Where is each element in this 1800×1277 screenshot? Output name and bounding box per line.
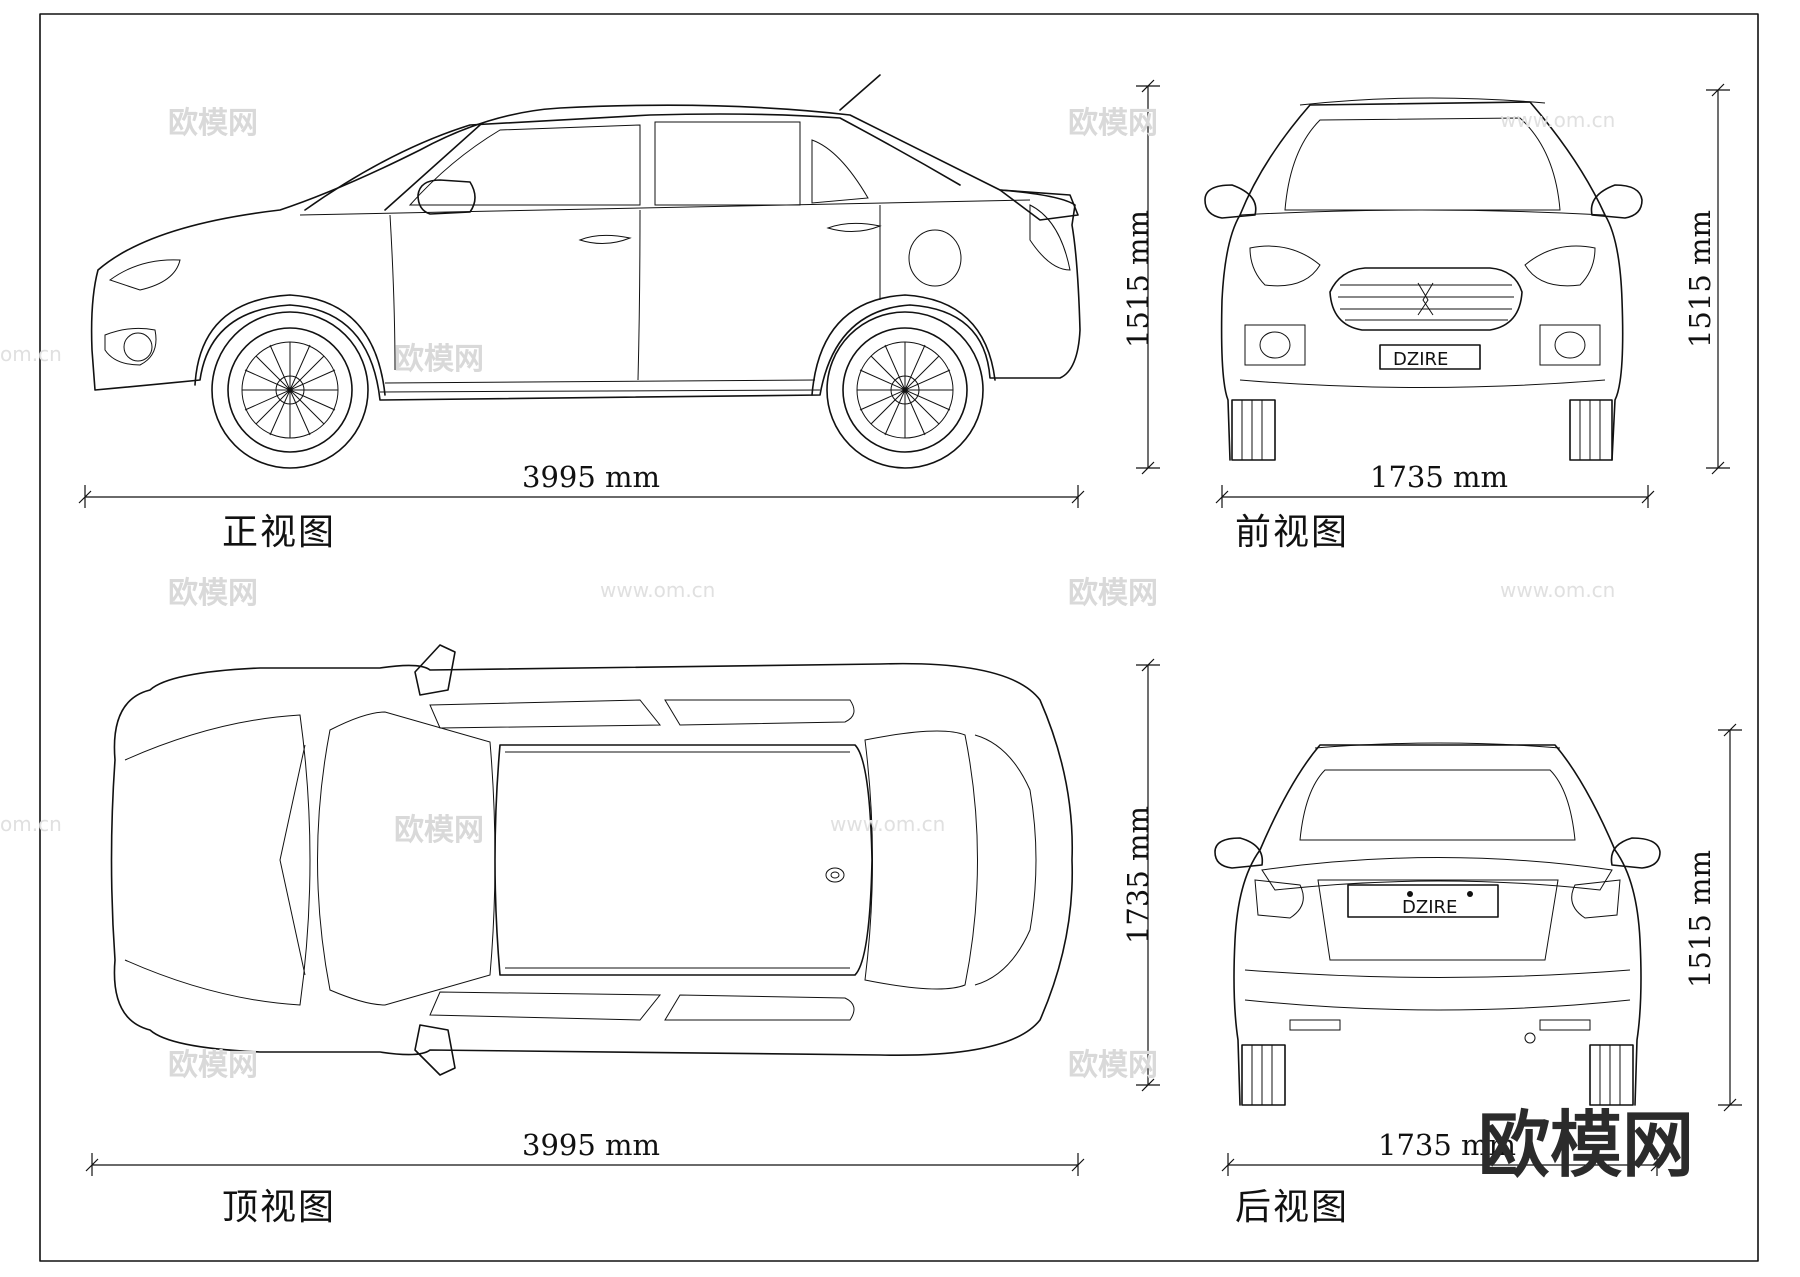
top-dimension-length — [85, 1153, 1085, 1176]
watermark-url: www.om.cn — [600, 578, 716, 602]
side-rear-wheel — [826, 311, 984, 469]
front-plate-text: DZIRE — [1393, 349, 1448, 370]
watermark-url-short: om.cn — [0, 342, 62, 366]
top-length-label: 3995 mm — [522, 1128, 661, 1162]
side-front-wheel — [211, 311, 369, 469]
rear-height-label: 1515 mm — [1683, 849, 1717, 989]
watermark-url: www.om.cn — [1500, 108, 1616, 132]
sheet-frame — [39, 13, 1759, 1262]
front-width-label: 1735 mm — [1370, 460, 1509, 494]
rear-width-label: 1735 mm — [1378, 1128, 1517, 1162]
rear-view-drawing: DZIRE — [1214, 742, 1661, 1106]
side-view-title: 正视图 — [222, 512, 337, 553]
top-view-title: 顶视图 — [222, 1187, 337, 1228]
front-view-title: 前视图 — [1235, 512, 1350, 553]
front-dimension-height — [1706, 83, 1730, 475]
top-dimension-width — [1136, 658, 1160, 1092]
front-dimension-width — [1215, 485, 1655, 508]
side-dimension-height — [1136, 79, 1160, 475]
watermark-logo: 欧模网 — [394, 342, 484, 377]
rear-dimension-width — [1221, 1153, 1664, 1176]
top-view-drawing — [110, 644, 1074, 1076]
watermark-logo: 欧模网 — [168, 1048, 258, 1083]
side-height-label: 1515 mm — [1121, 209, 1155, 349]
rear-view-title: 后视图 — [1235, 1187, 1350, 1228]
top-width-label: 1735 mm — [1121, 805, 1155, 945]
front-view-drawing: DZIRE — [1204, 97, 1643, 461]
side-dimension-length — [78, 485, 1085, 508]
brand-watermark: 欧模网 — [1478, 1103, 1695, 1187]
watermark-logo: 欧模网 — [168, 106, 258, 141]
side-length-label: 3995 mm — [522, 460, 661, 494]
watermark-logo: 欧模网 — [1068, 1048, 1158, 1083]
watermark-url: www.om.cn — [830, 812, 946, 836]
watermark-logo: 欧模网 — [168, 576, 258, 611]
rear-plate-text: DZIRE — [1402, 897, 1457, 918]
watermark-url-short: om.cn — [0, 812, 62, 836]
watermark-logo: 欧模网 — [1068, 576, 1158, 611]
watermark-logo: 欧模网 — [1068, 106, 1158, 141]
watermark-url: www.om.cn — [1500, 578, 1616, 602]
side-view-drawing — [90, 74, 1081, 469]
watermark-logo: 欧模网 — [394, 813, 484, 848]
front-height-label: 1515 mm — [1683, 209, 1717, 349]
rear-dimension-height — [1718, 723, 1742, 1112]
